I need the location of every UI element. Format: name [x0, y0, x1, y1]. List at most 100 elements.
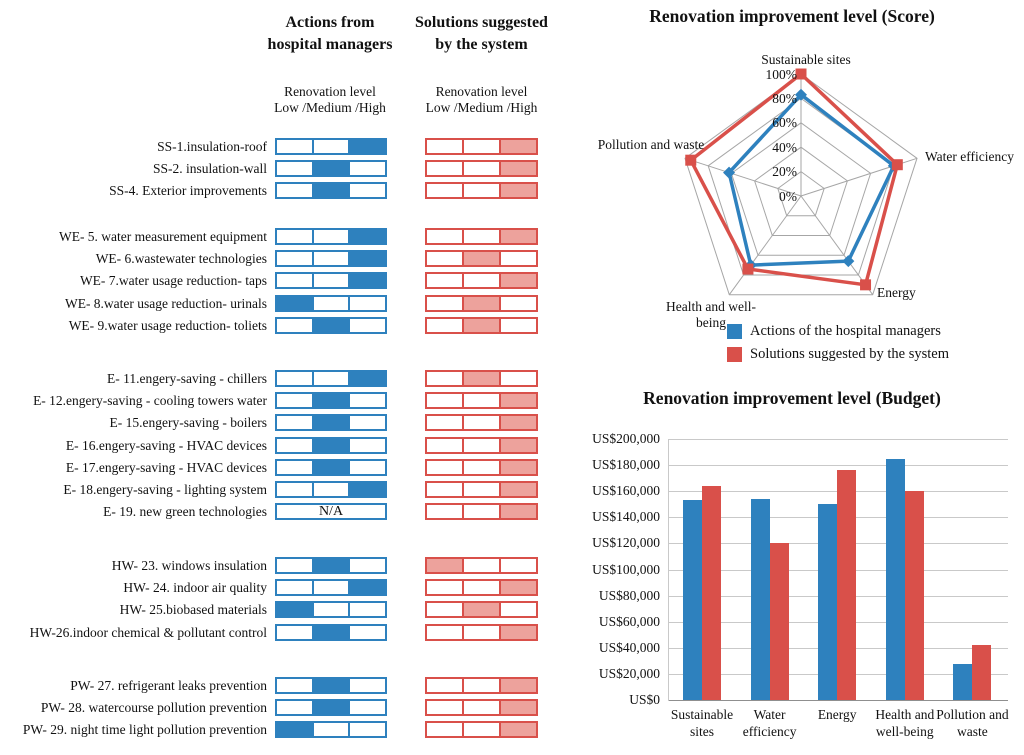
radar-tick-label: 20%	[772, 164, 797, 180]
bar-segment-high	[348, 581, 386, 595]
bar-segment-low	[427, 603, 462, 616]
bar-segment-medium	[311, 162, 349, 176]
bar-segment-medium	[462, 318, 499, 332]
system-level-bar	[425, 721, 538, 739]
manager-level-bar	[275, 414, 387, 432]
bar-segment-low	[427, 483, 462, 496]
system-level-bar	[425, 458, 538, 476]
bar-segment-low	[277, 483, 312, 496]
bar-segment-low	[427, 679, 462, 692]
bar-segment-low	[427, 372, 462, 385]
bar-segment-low	[277, 701, 312, 714]
radar-axis-sustainable-sites: Sustainable sites	[761, 52, 851, 67]
row-label: WE- 9.water usage reduction- toliets	[68, 317, 267, 333]
bar-segment-medium	[462, 603, 499, 617]
bar-segment-high	[348, 625, 385, 639]
bar-segment-high	[499, 625, 536, 639]
bar-segment-medium	[311, 723, 349, 737]
bar-segment-high	[348, 140, 386, 153]
radar-chart-title: Renovation improvement level (Score)	[649, 6, 935, 26]
bar-segment-high	[499, 438, 536, 452]
bar-segment-medium	[462, 505, 499, 519]
bar-segment-high	[348, 318, 385, 332]
bar-segment-low	[427, 394, 462, 407]
bar-segment-medium	[311, 416, 349, 430]
radar-tick-label: 60%	[772, 115, 797, 131]
bar-segment-high	[348, 416, 385, 430]
bar-segment-high	[499, 252, 536, 266]
bar-segment-high	[499, 505, 536, 519]
row-label: E- 17.engery-saving - HVAC devices	[65, 459, 267, 475]
radar-marker-system	[891, 159, 903, 171]
row-label: E- 19. new green technologies	[103, 504, 267, 520]
table-row: E- 15.engery-saving - boilers	[0, 414, 556, 432]
system-level-bar	[425, 601, 538, 619]
row-label: PW- 28. watercourse pollution prevention	[40, 700, 267, 716]
radar-marker-system	[860, 279, 872, 291]
budget-bar-managers	[750, 499, 770, 700]
budget-xtick-label: Health and well-being	[875, 707, 935, 739]
radar-series-system	[689, 72, 900, 287]
budget-xtick-label: Energy	[817, 707, 857, 722]
table-row: HW-26.indoor chemical & pollutant contro…	[0, 623, 556, 641]
system-level-bar	[425, 182, 538, 200]
system-level-bar	[425, 272, 538, 290]
budget-bar-system	[837, 469, 857, 700]
bar-segment-low	[277, 319, 312, 332]
bar-segment-medium	[311, 252, 349, 266]
bar-segment-medium	[462, 230, 499, 243]
manager-level-bar	[275, 228, 387, 245]
bar-segment-low	[427, 297, 462, 310]
bar-segment-low	[427, 184, 462, 197]
budget-gridline	[668, 465, 1008, 467]
legend-swatch-red	[727, 347, 742, 362]
table-row: WE- 6.wastewater technologies	[0, 250, 556, 268]
bar-segment-low	[427, 162, 462, 175]
bar-segment-high	[348, 438, 385, 452]
bar-segment-high	[499, 701, 536, 715]
manager-level-bar	[275, 557, 387, 574]
manager-level-bar	[275, 458, 387, 476]
system-level-bar	[425, 579, 538, 597]
system-level-bar	[425, 481, 538, 498]
radar-tick-label: 80%	[772, 90, 797, 106]
bar-segment-medium	[462, 296, 499, 310]
bar-segment-high	[499, 483, 536, 496]
system-level-bar	[425, 503, 538, 521]
table-row: E- 18.engery-saving - lighting system	[0, 481, 556, 498]
row-label: PW- 29. night time light pollution preve…	[22, 722, 267, 738]
manager-level-bar	[275, 623, 387, 641]
radar-spoke	[728, 195, 802, 295]
radar-marker-managers	[842, 255, 855, 268]
bar-segment-high	[348, 296, 385, 310]
table-row: WE- 9.water usage reduction- toliets	[0, 316, 556, 334]
manager-level-bar	[275, 370, 387, 387]
bar-segment-low	[277, 559, 312, 572]
radar-marker-managers	[794, 88, 808, 101]
budget-ytick-label: US$140,000	[592, 509, 660, 525]
budget-yaxis-line	[668, 439, 669, 701]
radar-gridline-ring	[777, 171, 825, 217]
bar-segment-high	[348, 230, 386, 243]
system-level-bar	[425, 414, 538, 432]
bar-segment-high	[499, 296, 536, 310]
bar-segment-high	[499, 723, 536, 737]
bar-segment-high	[348, 603, 385, 617]
budget-xtick-label: Water efficiency	[742, 707, 797, 739]
bar-segment-low	[427, 461, 462, 474]
bar-segment-high	[348, 679, 385, 692]
bar-segment-low	[427, 559, 462, 572]
radar-marker-system	[795, 68, 807, 80]
bar-segment-medium	[462, 416, 499, 430]
table-row: SS-4. Exterior improvements	[0, 182, 556, 200]
bar-segment-medium	[311, 140, 349, 153]
budget-ytick-label: US$0	[629, 692, 660, 707]
manager-level-bar	[275, 160, 387, 178]
budget-ytick-label: US$20,000	[598, 665, 660, 681]
bar-segment-low	[427, 701, 462, 714]
row-label: E- 15.engery-saving - boilers	[109, 415, 267, 431]
manager-level-bar	[275, 699, 387, 717]
budget-gridline	[668, 439, 1008, 440]
legend-swatch-blue	[727, 324, 742, 339]
